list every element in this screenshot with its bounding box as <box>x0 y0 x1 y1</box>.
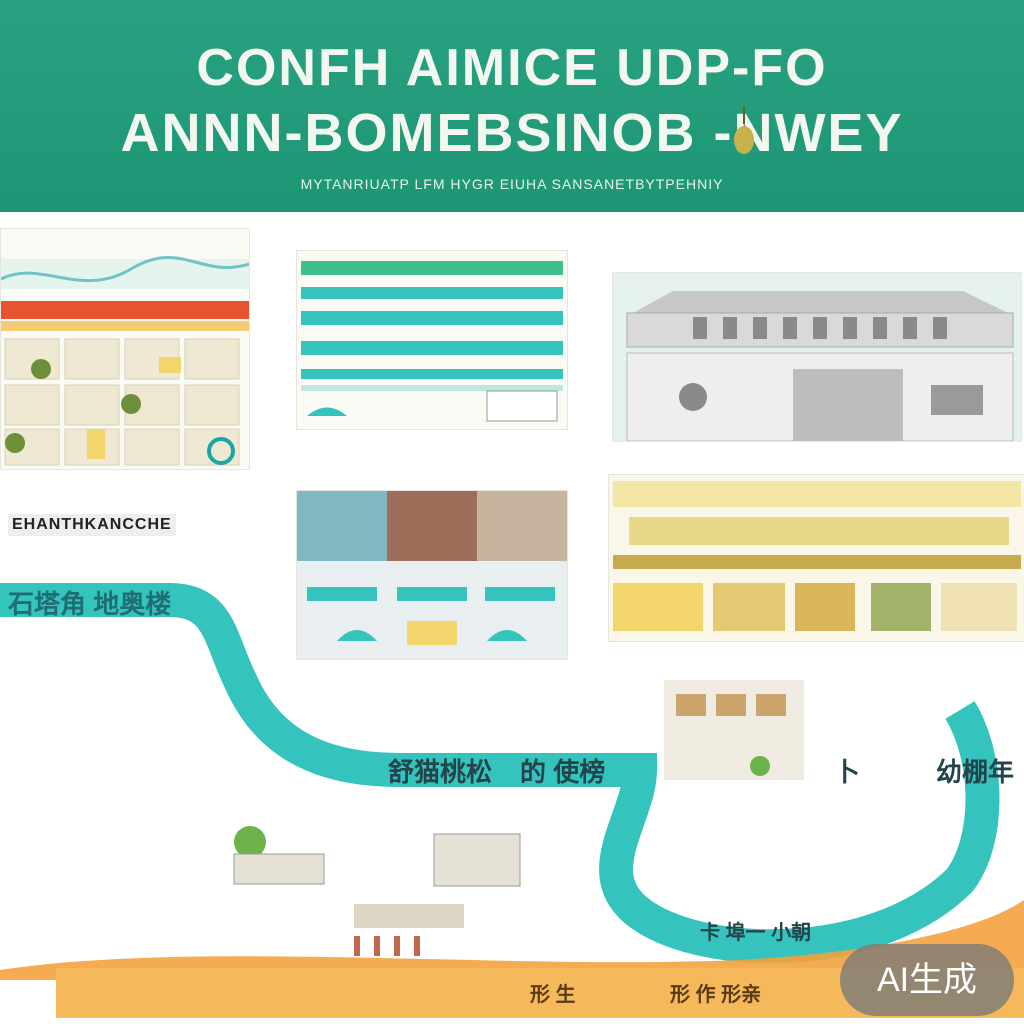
plaza-panel <box>296 490 568 660</box>
pear-icon <box>734 106 754 154</box>
road-label-right-b: 幼棚年 <box>936 757 1015 787</box>
banner-title-line1: CONFH AIMICE UDP-FO <box>196 39 828 97</box>
timeline-panel <box>296 250 568 430</box>
banner-subtitle: MYTANRIUATP LFM HYGR EIUHA SANSANETBYTPE… <box>300 176 724 192</box>
shop-illustration <box>664 680 804 780</box>
title-banner: CONFH AIMICE UDP-FO ANNN-BOMEBSINOB -NWE… <box>0 0 1024 212</box>
timeline-graphic <box>301 261 563 422</box>
bottom-strip-label-a: 形 生 <box>530 984 576 1006</box>
building-graphic <box>613 273 1021 442</box>
teal-road <box>0 583 1024 980</box>
map-panel <box>0 228 250 470</box>
road-label-center-a: 舒猫桃松 <box>388 757 493 787</box>
building-panel <box>612 272 1022 442</box>
ai-generated-stamp: AI生成 <box>840 944 1014 1016</box>
banner-title-line2: ANNN-BOMEBSINOB -NWEY <box>120 103 904 163</box>
banner-shade <box>0 0 1024 212</box>
road-label-right-a: 卜 <box>834 757 861 787</box>
left-heading: EHANTHKANCCHE <box>8 514 176 536</box>
road-label-bottom: 卡 埠一 小朝 <box>700 922 812 944</box>
road-label-center-b: 的 使榜 <box>520 757 606 787</box>
map-grid-graphic <box>0 256 250 466</box>
road-label-left: 石塔角 地奥楼 <box>8 589 172 619</box>
market-graphic <box>609 475 1024 641</box>
bottom-strip-label-b: 形 作 形亲 <box>670 984 762 1006</box>
village-illustration <box>233 826 521 956</box>
plaza-graphic <box>297 491 567 659</box>
market-panel <box>608 474 1024 642</box>
